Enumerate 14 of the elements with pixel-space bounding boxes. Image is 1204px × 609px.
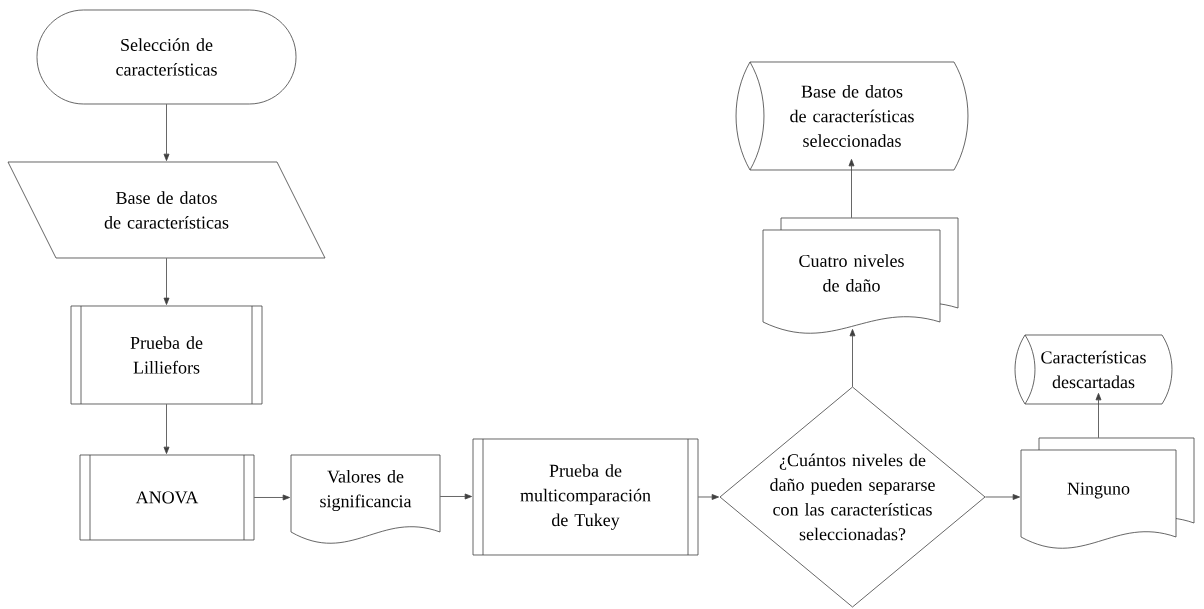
process-box: ANOVA	[79, 454, 255, 541]
process-box: Prueba de Lilliefors	[70, 305, 263, 405]
arrow	[984, 494, 1020, 500]
arrow	[163, 403, 170, 454]
arrow	[697, 494, 719, 500]
data-parallelogram: Base de datos de características	[7, 161, 326, 259]
arrow	[163, 103, 170, 161]
arrow	[848, 159, 855, 219]
arrow	[163, 257, 170, 305]
arrow	[849, 329, 856, 388]
process-box: Prueba de multicomparación de Tukey	[472, 438, 699, 556]
arrow	[1095, 393, 1102, 439]
arrow	[439, 493, 472, 500]
arrow	[253, 494, 290, 501]
